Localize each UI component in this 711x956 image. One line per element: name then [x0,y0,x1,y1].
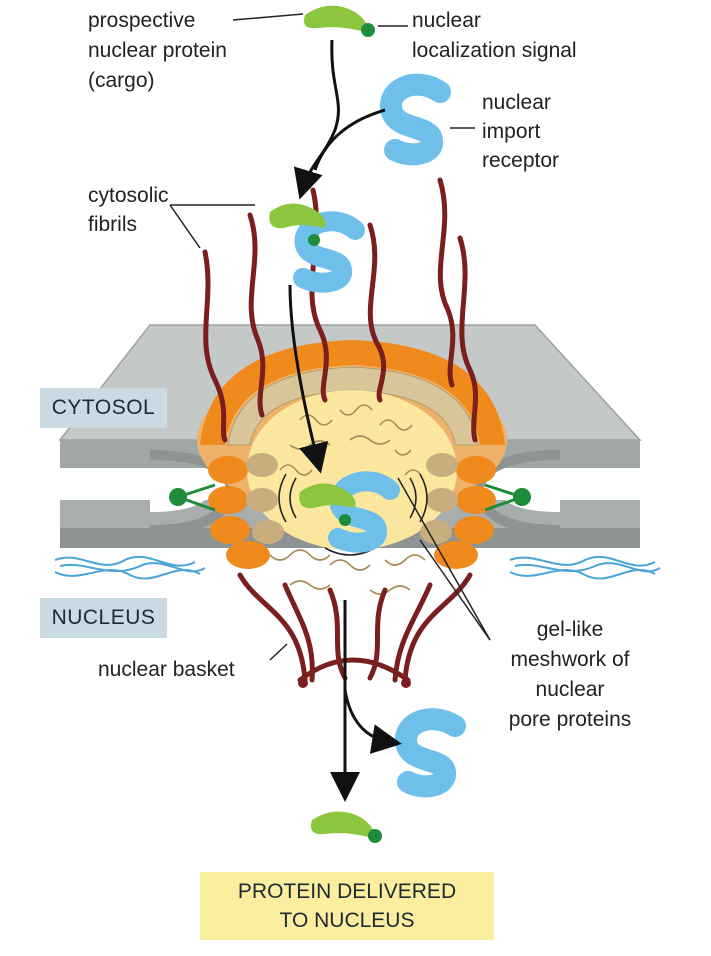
delivered-box: PROTEIN DELIVERED TO NUCLEUS [200,872,494,940]
pore-anchor-right [484,483,531,512]
nuclear-lamina [54,555,661,580]
import-receptor-top [380,73,451,166]
cytosol-box: CYTOSOL [40,388,167,428]
delivered-label-line1: PROTEIN DELIVERED [237,880,457,903]
mesh-label-line3: nuclear [535,678,605,701]
cargo-label-line2: nuclear protein [88,39,227,62]
fibrils-label-line2: fibrils [88,213,138,236]
nuclear-basket [237,572,473,683]
basket-ring-knobs [298,678,411,688]
nuclear-pore-complex [197,340,507,569]
nucleus-box: NUCLEUS [40,598,167,638]
cargo-receptor-complex-upper [269,203,365,293]
cargo-label-line3: (cargo) [88,69,155,92]
import-arrows [288,39,402,802]
cargo-label-line1: prospective [88,9,196,32]
mesh-label-line1: gel-like [536,618,604,641]
fibrils-label-line1: cytosolic [88,184,169,207]
mesh-label-line2: meshwork of [510,648,630,671]
delivered-label-line2: TO NUCLEUS [279,909,415,932]
cargo-protein-delivered [310,811,382,843]
nls-label-line2: localization signal [412,39,577,62]
cargo-protein-top [303,5,375,37]
mesh-label-line4: pore proteins [508,708,632,731]
nucleus-label: NUCLEUS [51,606,156,629]
receptor-label-line2: import [482,120,541,143]
pore-anchor-left [169,483,216,512]
receptor-label-line1: nuclear [482,91,551,114]
import-receptor-released [395,708,466,798]
receptor-label-line3: receptor [482,149,560,172]
cytosol-label: CYTOSOL [51,396,156,419]
cargo-receptor-complex-pore [299,471,400,553]
leader-lines [169,13,491,661]
cytosolic-fibrils [202,177,479,443]
nls-label-line1: nuclear [412,9,481,32]
basket-label: nuclear basket [98,658,235,681]
